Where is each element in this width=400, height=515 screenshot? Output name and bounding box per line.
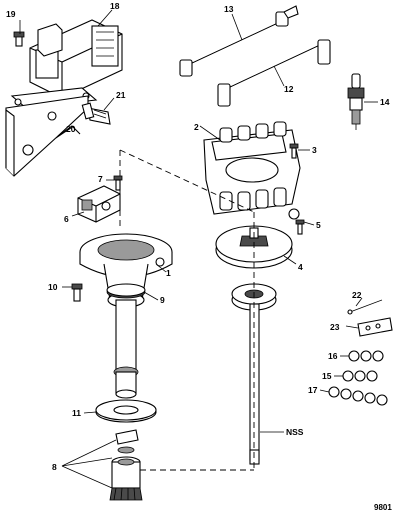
callout-9: 9 [160, 295, 165, 305]
clip-22 [347, 299, 383, 315]
callout-11: 11 [72, 408, 81, 418]
coil-screw [13, 31, 25, 47]
cap-screw-3 [289, 143, 299, 159]
callout-nss: NSS [286, 427, 304, 437]
coil-bracket [5, 95, 89, 177]
wire-separator-15 [342, 370, 378, 382]
spark-plug [347, 73, 365, 130]
callout-16: 16 [328, 351, 338, 361]
callout-4: 4 [298, 262, 303, 272]
callout-18: 18 [110, 1, 120, 11]
callout-22: 22 [352, 290, 362, 300]
clip-23 [357, 317, 393, 337]
callout-7: 7 [98, 174, 103, 184]
callout-19: 19 [6, 9, 16, 19]
washer [95, 399, 157, 423]
callout-20: 20 [66, 124, 76, 134]
callout-8: 8 [52, 462, 57, 472]
callout-13: 13 [224, 4, 234, 14]
wire-separator-16 [348, 350, 384, 362]
callout-23: 23 [330, 322, 340, 332]
sensor-screw [113, 175, 123, 191]
callout-6: 6 [64, 214, 69, 224]
callout-10: 10 [48, 282, 58, 292]
rotor [215, 225, 293, 269]
spark-plug-wire-12 [217, 39, 331, 107]
distributor-cap [203, 121, 301, 220]
callout-21: 21 [116, 90, 126, 100]
cap-screw-5 [295, 219, 305, 235]
callout-2: 2 [194, 122, 199, 132]
gear-kit [109, 429, 143, 501]
callout-17: 17 [308, 385, 318, 395]
callout-14: 14 [380, 97, 390, 107]
bracket-bolt [81, 102, 111, 125]
o-ring-9 [106, 283, 146, 299]
spark-plug-wire-13 [179, 5, 299, 77]
figure-number: 9801 [374, 503, 392, 512]
crank-sensor [77, 185, 121, 223]
callout-3: 3 [312, 145, 317, 155]
callout-15: 15 [322, 371, 332, 381]
callout-5: 5 [316, 220, 321, 230]
distributor-housing [79, 233, 173, 399]
callout-12: 12 [284, 84, 294, 94]
leader-lines [19, 9, 378, 489]
wire-separator-17 [328, 386, 388, 406]
alignment-line-1 [119, 149, 255, 213]
ignition-coil [10, 19, 123, 109]
bolt-10 [71, 283, 83, 302]
callout-1: 1 [166, 268, 171, 278]
